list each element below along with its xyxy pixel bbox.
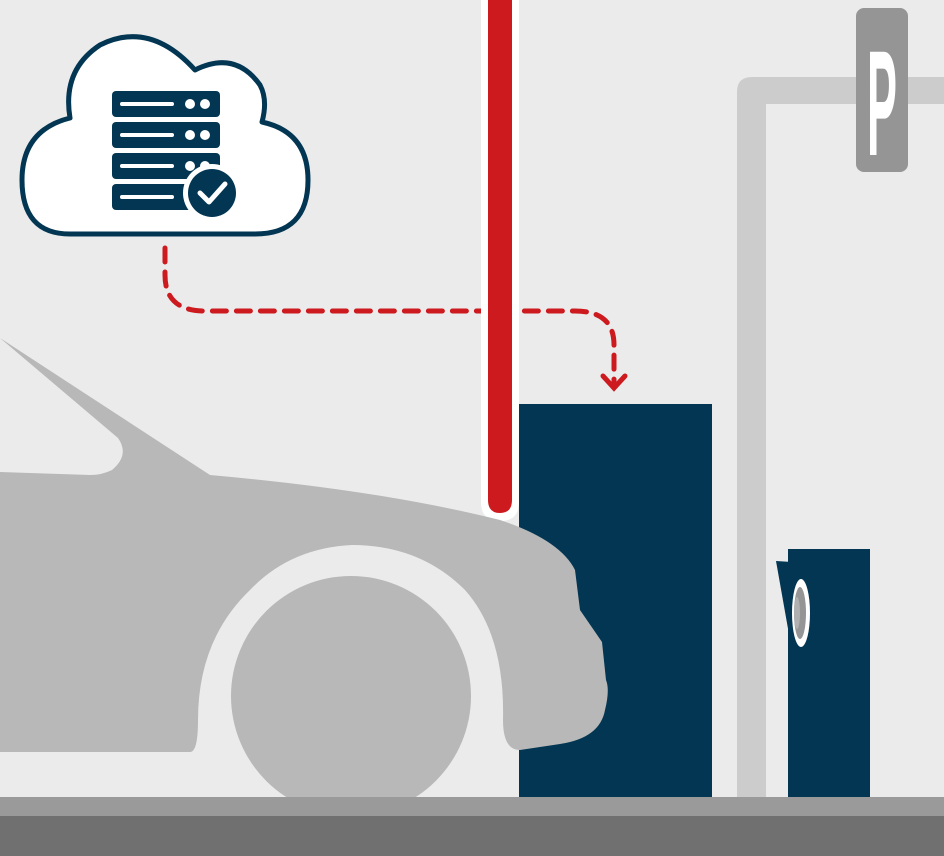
car-icon [0,338,608,816]
arrow-head-icon [600,373,628,392]
parking-sign-letter: P [867,19,897,187]
ticket-machine-icon [776,549,870,797]
ground-road [0,816,944,856]
cloud-server-icon [19,34,311,237]
check-badge-icon [183,164,241,222]
ground-curb [0,797,944,816]
car-wheel [231,576,471,816]
parking-sign-pole [737,77,944,797]
barrier-arm [481,0,519,521]
parking-sign-icon: P [856,8,908,187]
dashed-arrow-icon [162,245,617,388]
